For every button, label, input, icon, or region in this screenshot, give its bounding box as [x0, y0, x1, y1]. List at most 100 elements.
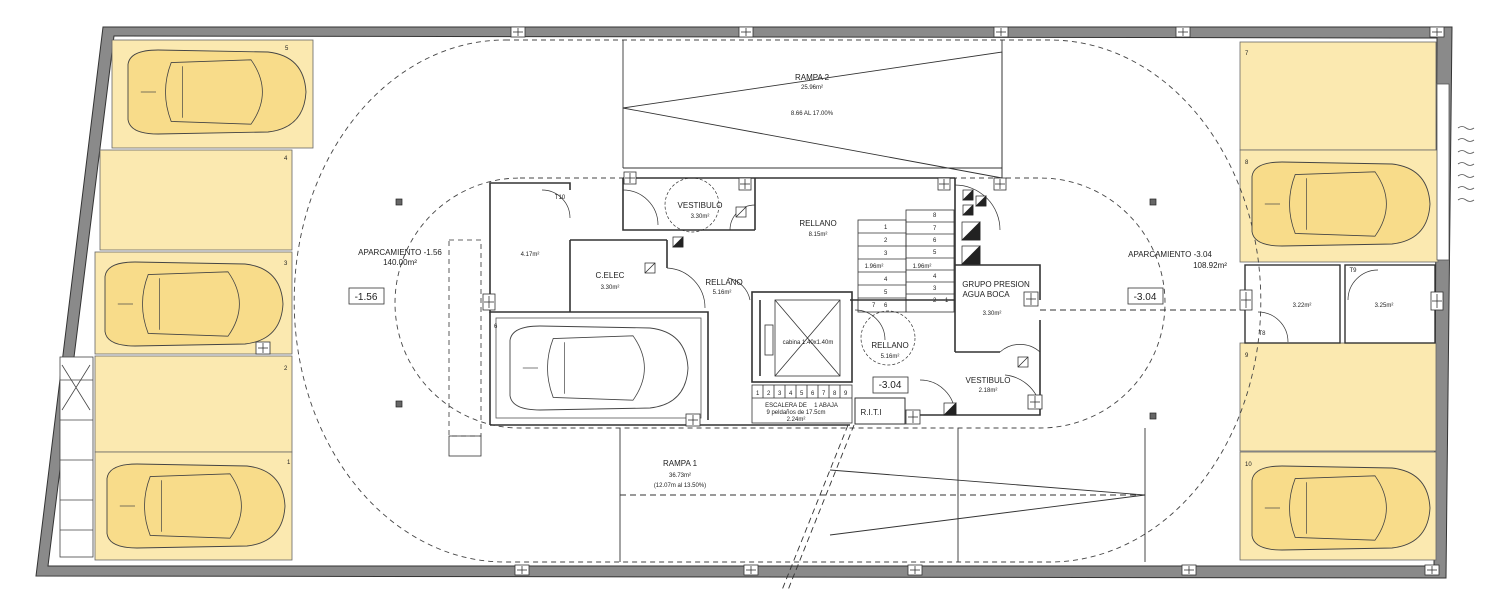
stair-bottom-step-7: 7	[822, 391, 826, 397]
car-8	[1251, 161, 1431, 247]
rampa-1	[619, 428, 1146, 562]
door-swings	[664, 177, 916, 366]
stair-right-step-3: 3	[933, 286, 937, 292]
room-r2-tag: T9	[1349, 268, 1357, 274]
car-10	[1251, 465, 1431, 551]
stair-bottom-step-2: 2	[767, 391, 771, 397]
rampa1-area: 36.73m²	[669, 473, 691, 479]
rampa2-slope: 8.66 AL 17.00%	[791, 111, 834, 117]
rampa1-name: RAMPA 1	[663, 459, 698, 468]
stair-right-step-8: 8	[933, 213, 937, 219]
grupo-line1: GRUPO PRESION	[962, 280, 1030, 289]
right-vent	[1436, 83, 1475, 261]
spot-number-4: 4	[284, 156, 288, 162]
stair-bottom-step-8: 8	[833, 391, 837, 397]
vestibulo-low-area: 2.18m²	[979, 388, 998, 394]
spot-number-2: 2	[284, 366, 288, 372]
stair-left-step-4: 4	[884, 277, 888, 283]
labels: APARCAMIENTO -1.56 140.00m² -1.56 APARCA…	[284, 46, 1393, 489]
stair-right-step-4: 4	[933, 274, 937, 280]
grupo-area: 3.30m²	[983, 311, 1002, 317]
spot-number-7: 7	[1245, 51, 1249, 57]
rellano-mid-area: 5.16m²	[713, 290, 732, 296]
room-r2-area: 3.25m²	[1375, 303, 1394, 309]
spot-number-3: 3	[284, 261, 288, 267]
bay-2	[94, 355, 293, 453]
stair-right-step-5: 5	[933, 250, 937, 256]
car-5	[127, 49, 307, 135]
parking-right-level: -3.04	[1134, 292, 1157, 303]
stair-right-step-1: 1	[945, 298, 949, 304]
escalera-line3: 9 peldaños de 17.5cm	[766, 410, 825, 416]
escalera-line2: 1 ABAJA	[814, 403, 838, 409]
car-1	[106, 463, 286, 549]
rampa-2	[622, 40, 1003, 180]
store-door-tag: T10	[555, 195, 566, 201]
stair-bottom-step-6: 6	[811, 391, 815, 397]
spot-number-10: 10	[1245, 462, 1252, 468]
wall-markers	[255, 26, 1445, 576]
rampa1-slope: (12.07m al 13.50%)	[654, 483, 706, 489]
bay-7	[1239, 41, 1437, 151]
spot-number-9: 9	[1245, 353, 1249, 359]
stair-bottom-step-1: 1	[756, 391, 760, 397]
level-boxes	[348, 287, 1164, 394]
stair-bottom-step-3: 3	[778, 391, 782, 397]
inner-loop	[394, 177, 1166, 429]
car-3	[104, 261, 284, 347]
stair-right-step-7: 7	[933, 226, 937, 232]
door-arcs	[541, 184, 1041, 416]
service-marks	[395, 189, 1157, 420]
vestibulo-top-area: 3.30m²	[691, 214, 710, 220]
car-6	[509, 325, 689, 411]
rampa2-name: RAMPA 2	[795, 73, 830, 82]
spot-number-5: 5	[285, 46, 289, 52]
left-grille	[59, 356, 94, 558]
parking-left-level: -1.56	[355, 292, 378, 303]
parking-right-area: 108.92m²	[1193, 261, 1227, 270]
parking-left-name: APARCAMIENTO -1.56	[358, 248, 442, 257]
stair-left-step-2: 2	[884, 238, 888, 244]
left-dashed-space	[448, 239, 482, 457]
cabina-label: cabina 1.40x1.40m	[783, 340, 834, 346]
bottom-stair	[751, 384, 853, 424]
stair-left-step-5: 5	[884, 290, 888, 296]
parking-right-name: APARCAMIENTO -3.04	[1128, 250, 1212, 259]
stair-left-step-6: 6	[884, 303, 888, 309]
cars-layer	[104, 49, 1431, 551]
stair-bottom-step-9: 9	[844, 391, 848, 397]
vestibulo-low-name: VESTIBULO	[966, 376, 1011, 385]
core-walls	[489, 177, 1041, 426]
escalera-line1: ESCALERA DE	[765, 403, 807, 409]
stair-bottom-step-5: 5	[800, 391, 804, 397]
riti-label: R.I.T.I	[861, 408, 882, 417]
stair-b-area: 1.96m²	[913, 264, 932, 270]
stair-left-step-1: 1	[884, 225, 888, 231]
rellano-top-name: RELLANO	[799, 219, 836, 228]
ramp-guide	[781, 424, 855, 591]
stair-right-step-6: 6	[933, 238, 937, 244]
spot-number-1: 1	[287, 460, 291, 466]
elevator	[764, 299, 841, 377]
celec-area: 3.30m²	[601, 285, 620, 291]
vestibulo-top-name: VESTIBULO	[678, 201, 723, 210]
stair-left-step-3: 3	[884, 251, 888, 257]
riti-room	[854, 397, 906, 425]
room-r1-area: 3.22m²	[1293, 303, 1312, 309]
rellano-low-name: RELLANO	[871, 341, 908, 350]
rellano-mid-name: RELLANO	[705, 278, 742, 287]
spot-number-6: 6	[494, 324, 498, 330]
stair-left-step-7: 7	[872, 303, 876, 309]
bay-9	[1239, 342, 1437, 452]
room-r1-tag: T8	[1258, 331, 1266, 337]
stair-bottom-step-4: 4	[789, 391, 793, 397]
store-area: 4.17m²	[521, 252, 540, 258]
stair-right-step-2: 2	[933, 298, 937, 304]
escalera-area: 2.24m²	[787, 417, 806, 423]
level-mid: -3.04	[879, 380, 902, 391]
rellano-low-area: 5.16m²	[881, 354, 900, 360]
bay-4	[99, 149, 293, 251]
spot-number-8: 8	[1245, 160, 1249, 166]
celec-name: C.ELEC	[596, 271, 625, 280]
